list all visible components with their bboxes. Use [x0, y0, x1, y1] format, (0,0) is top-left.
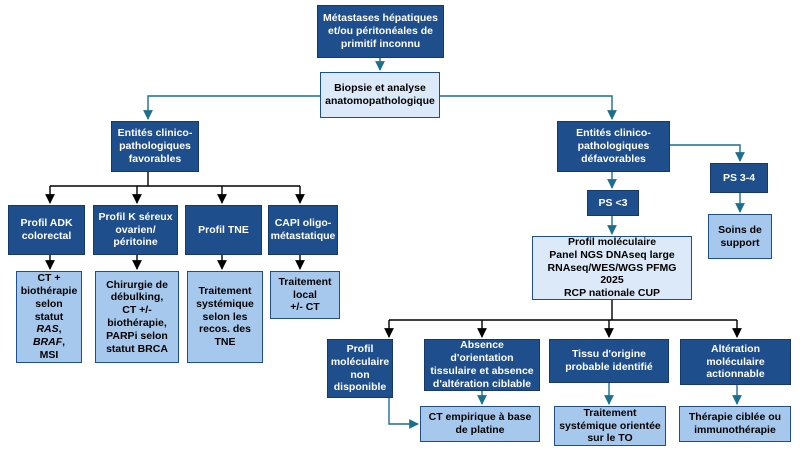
node-adk-treatment: CT + biothérapie selon statut RAS, BRAF,…	[16, 271, 82, 363]
connector-favorable-bus	[50, 172, 300, 187]
adk-treatment-text-2: , MSI	[39, 336, 66, 361]
node-kserous-treatment-label: Chirurgie de débulking, CT +/- biothérap…	[106, 278, 168, 355]
node-tissue-origin-label: Tissu d'origine probable identifié	[565, 348, 653, 373]
node-adk-label: Profil ADK colorectal	[20, 217, 73, 242]
node-ps-34: PS 3-4	[710, 163, 768, 193]
node-tne-treatment: Traitement systémique selon les recos. d…	[187, 271, 263, 363]
node-kserous-label: Profil K séreux ovarien/ péritoine	[98, 210, 173, 249]
node-alteration: Altération moléculaire actionnable	[680, 339, 791, 385]
node-ct-platinum: CT empirique à base de platine	[420, 406, 540, 442]
connector-no-profile-ct	[388, 398, 419, 429]
node-capi: CAPI oligo- métastatique	[268, 205, 338, 255]
node-ct-platinum-label: CT empirique à base de platine	[428, 411, 532, 436]
node-kserous: Profil K séreux ovarien/ péritoine	[93, 205, 178, 255]
adk-treatment-comma: ,	[58, 323, 62, 336]
adk-treatment-text-1: CT + biothérapie selon statut	[20, 272, 78, 323]
connector-biopsy-unfavorable	[440, 95, 617, 120]
node-biopsy: Biopsie et analyse anatomopathologique	[320, 72, 440, 118]
node-tne: Profil TNE	[185, 205, 262, 255]
node-favorable: Entités clinico- pathologiques favorable…	[111, 121, 199, 172]
adk-treatment-braf: BRAF	[32, 336, 63, 349]
node-tne-label: Profil TNE	[198, 223, 249, 236]
node-ps-lt3-label: PS <3	[598, 196, 628, 209]
node-support: Soins de support	[708, 214, 772, 259]
connector-biopsy-favorable	[143, 95, 320, 120]
node-unfavorable-label: Entités clinico- pathologiques défavorab…	[576, 127, 651, 165]
node-capi-label: CAPI oligo- métastatique	[270, 217, 336, 242]
node-ps-34-label: PS 3-4	[722, 171, 756, 184]
node-favorable-label: Entités clinico- pathologiques favorable…	[117, 127, 193, 165]
node-tne-treatment-label: Traitement systémique selon les recos. d…	[196, 285, 254, 349]
node-unfavorable: Entités clinico- pathologiques défavorab…	[557, 121, 670, 172]
node-support-label: Soins de support	[718, 223, 762, 249]
node-biopsy-label: Biopsie et analyse anatomopathologique	[325, 82, 435, 107]
node-adk-treatment-label: CT + biothérapie selon statut RAS, BRAF,…	[21, 272, 78, 362]
node-alteration-label: Altération moléculaire actionnable	[706, 342, 765, 381]
node-ps-lt3: PS <3	[587, 190, 639, 216]
node-molecular: Profil moléculaire Panel NGS DNAseq larg…	[532, 236, 692, 300]
node-root: Métastases hépatiques et/ou péritonéales…	[317, 5, 444, 58]
node-tissue-origin: Tissu d'origine probable identifié	[549, 339, 669, 383]
node-capi-treatment: Traitement local +/- CT	[270, 271, 340, 319]
node-no-profile-label: Profil moléculaire non disponible	[330, 342, 390, 394]
node-molecular-label: Profil moléculaire Panel NGS DNAseq larg…	[547, 236, 677, 300]
node-tx-to-label: Traitement systémique orientée sur le TO	[559, 406, 661, 445]
node-targeted-label: Thérapie ciblée ou immunothérapie	[688, 411, 782, 436]
node-adk: Profil ADK colorectal	[8, 205, 85, 255]
node-tx-to: Traitement systémique orientée sur le TO	[554, 406, 666, 446]
node-no-orientation: Absence d'orientation tissulaire et abse…	[424, 339, 540, 391]
connector-molecular-bus	[389, 300, 737, 321]
adk-treatment-ras: RAS	[36, 323, 59, 336]
node-no-orientation-label: Absence d'orientation tissulaire et abse…	[430, 339, 534, 390]
node-kserous-treatment: Chirurgie de débulking, CT +/- biothérap…	[95, 271, 179, 363]
node-capi-treatment-label: Traitement local +/- CT	[278, 275, 332, 314]
connector-unfavorable-ps-34	[670, 144, 745, 162]
node-root-label: Métastases hépatiques et/ou péritonéales…	[323, 12, 438, 50]
node-no-profile: Profil moléculaire non disponible	[327, 339, 393, 398]
node-targeted: Thérapie ciblée ou immunothérapie	[679, 406, 791, 442]
